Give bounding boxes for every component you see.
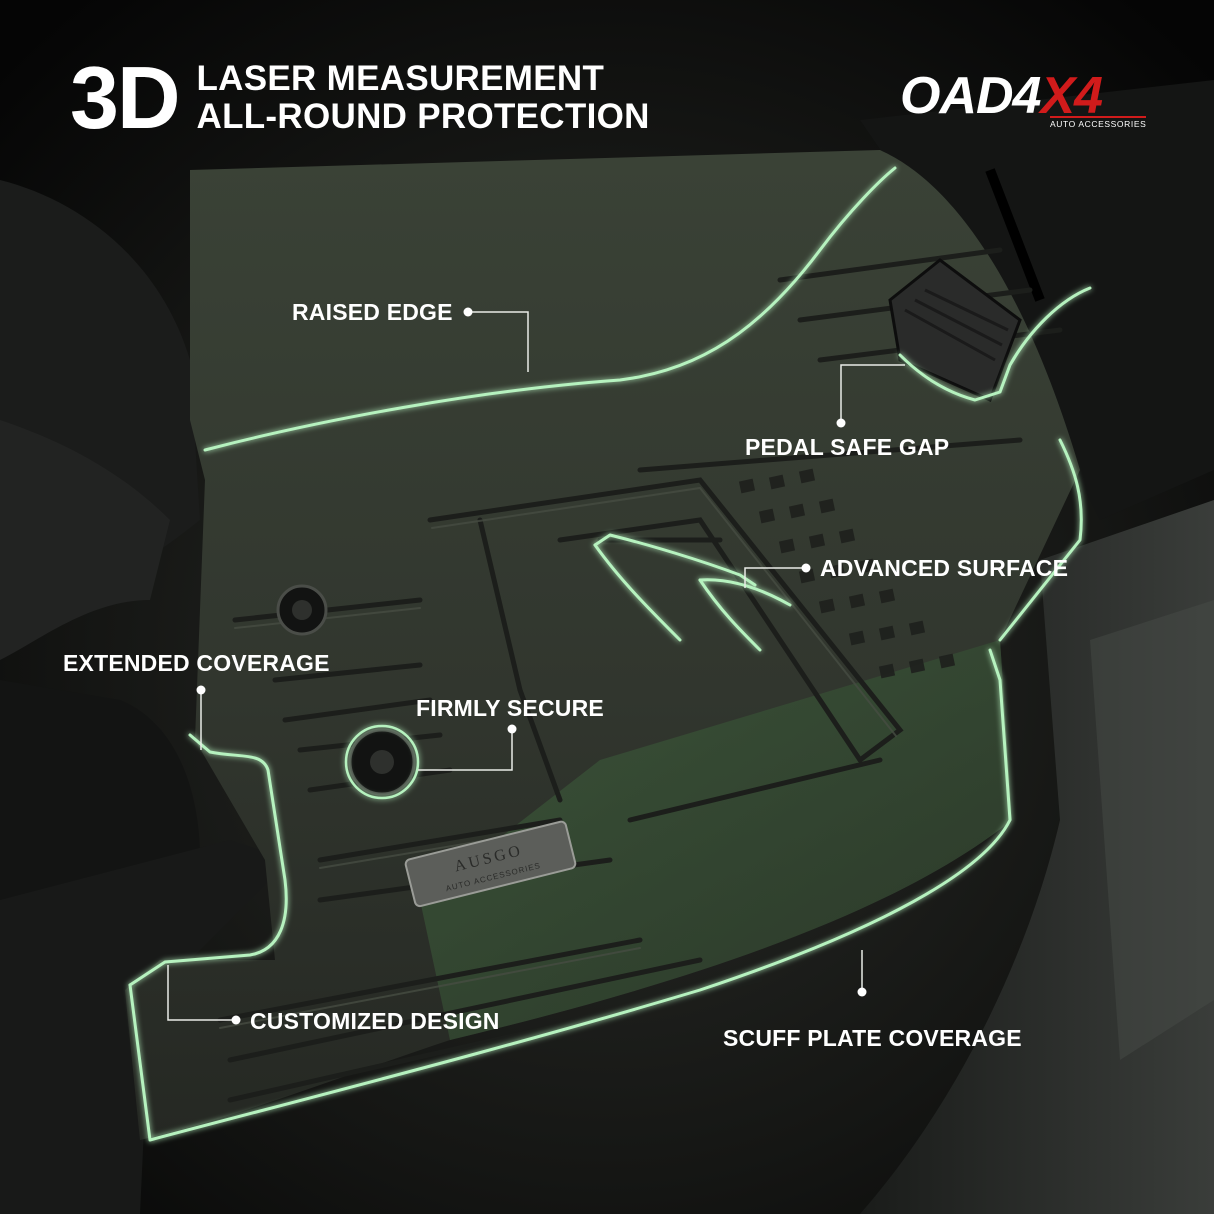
callout-advanced-surface: ADVANCED SURFACE (820, 555, 1069, 581)
brand-logo-white: OAD4 (900, 67, 1041, 125)
brand-logo-wordmark: OAD4X4 (900, 67, 1103, 125)
headline: 3D LASER MEASUREMENT ALL-ROUND PROTECTIO… (70, 54, 650, 142)
callout-extended-coverage: EXTENDED COVERAGE (63, 650, 330, 676)
brand-logo: OAD4X4 AUTO ACCESSORIES (900, 68, 1176, 130)
headline-line-1: LASER MEASUREMENT (196, 59, 605, 98)
callout-raised-edge: RAISED EDGE (292, 299, 453, 325)
callout-firmly-secure: FIRMLY SECURE (416, 695, 604, 721)
headline-sublines: LASER MEASUREMENT ALL-ROUND PROTECTION (197, 60, 650, 136)
callout-scuff-plate-coverage: SCUFF PLATE COVERAGE (723, 1025, 1022, 1051)
brand-tagline: AUTO ACCESSORIES (1050, 116, 1147, 129)
callout-pedal-safe-gap: PEDAL SAFE GAP (745, 434, 950, 460)
brand-logo-red: X4 (1040, 67, 1103, 125)
headline-3d: 3D (70, 48, 180, 147)
headline-line-2: ALL-ROUND PROTECTION (196, 97, 650, 136)
callout-customized-design: CUSTOMIZED DESIGN (250, 1008, 500, 1034)
